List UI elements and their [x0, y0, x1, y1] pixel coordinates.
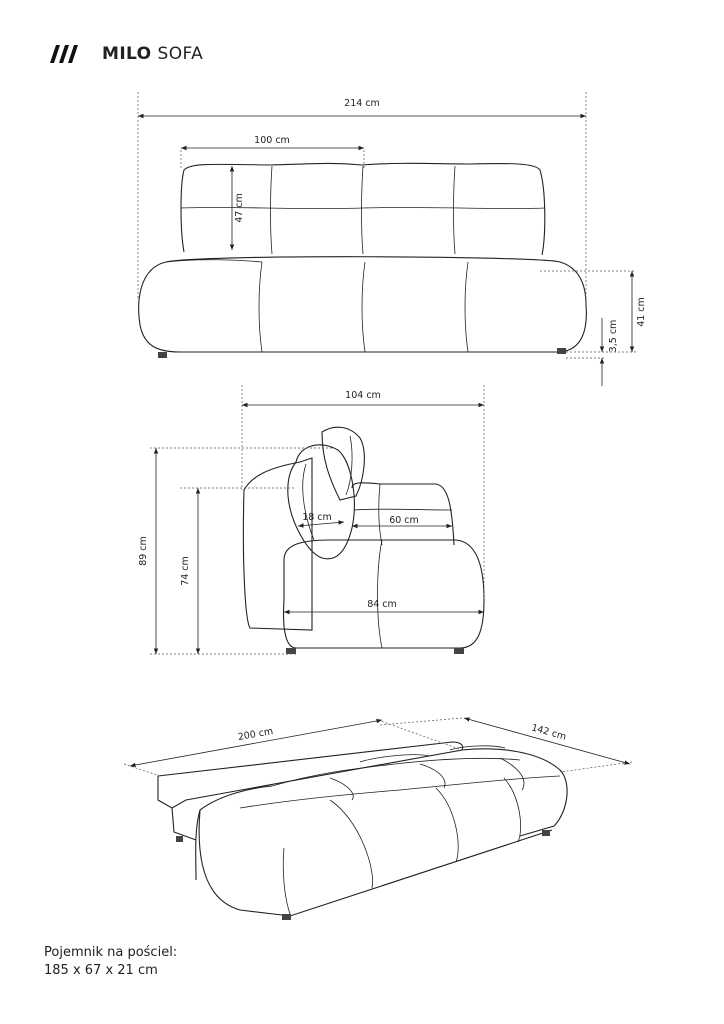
front-leg-right: [557, 348, 566, 354]
storage-info: Pojemnik na pościel: 185 x 67 x 21 cm: [44, 944, 177, 980]
dim-leg-height: 3,5 cm: [608, 320, 619, 353]
bed-leg-front-right: [542, 830, 550, 836]
dim-base-depth: 84 cm: [367, 599, 397, 610]
dim-backrest-height: 47 cm: [234, 193, 245, 223]
brand-name: MILO: [102, 44, 152, 64]
dim-seat-height: 41 cm: [636, 297, 647, 327]
bed-view: 200 cm 142 cm: [123, 717, 633, 920]
side-view: 104 cm 89 cm 74 cm 18 cm 60 cm 84 cm: [138, 385, 485, 655]
side-leg-front: [286, 648, 296, 654]
dim-total-height: 89 cm: [138, 536, 149, 566]
dim-line-sleep-width: [463, 717, 631, 765]
dim-depth: 104 cm: [345, 390, 381, 401]
dim-seat-module-width: 100 cm: [254, 135, 290, 146]
dim-line-sleep-length: [129, 718, 383, 768]
front-leg-left: [158, 352, 167, 358]
side-sofa-outline: [242, 426, 485, 654]
brand-model: SOFA: [157, 44, 204, 64]
storage-size: 185 x 67 x 21 cm: [44, 963, 158, 978]
dim-line-headrest-depth: [297, 520, 345, 528]
dim-total-width: 214 cm: [344, 98, 380, 109]
dim-seat-depth: 60 cm: [389, 515, 419, 526]
dim-sleep-width: 142 cm: [530, 722, 567, 742]
front-sofa-outline: [138, 162, 587, 358]
bed-leg-front-left: [282, 914, 291, 920]
bed-leg-back-left: [176, 836, 183, 842]
bed-sofa-outline: [157, 741, 568, 920]
side-leg-back: [454, 648, 464, 654]
triple-slash-logo-icon: [50, 45, 78, 63]
dim-height-without-headrest: 74 cm: [180, 556, 191, 586]
dim-headrest-depth: 18 cm: [302, 512, 332, 523]
front-view: 214 cm 100 cm 47 cm 41 cm 3,5 cm: [137, 92, 647, 386]
storage-label: Pojemnik na pościel:: [44, 945, 178, 960]
